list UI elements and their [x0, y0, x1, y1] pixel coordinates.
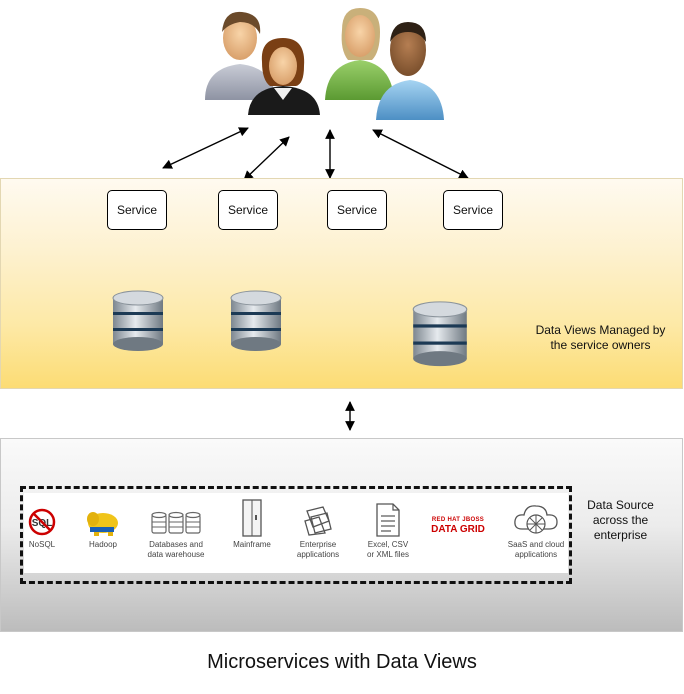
- source-label: Databases and: [149, 540, 203, 549]
- source-label: Enterprise: [299, 540, 337, 549]
- redhat-jboss-data-grid-logo: RED HAT JBOSS DATA GRID: [420, 495, 496, 537]
- database-warehouse-icon: [141, 495, 211, 537]
- hadoop-icon: [68, 495, 138, 537]
- data-source-dashed-border: [20, 486, 572, 584]
- nosql-icon: SQL: [7, 495, 77, 537]
- service-box: Service: [327, 190, 387, 230]
- file-icon: [353, 495, 423, 537]
- source-label: applications: [514, 550, 558, 559]
- source-mainframe: Mainframe: [217, 495, 287, 550]
- source-label: Hadoop: [88, 540, 118, 549]
- source-label: Mainframe: [233, 540, 271, 549]
- source-nosql: SQL NoSQL: [7, 495, 77, 550]
- user-icon: [376, 22, 444, 120]
- source-hadoop: Hadoop: [68, 495, 138, 550]
- database-icon: [230, 290, 282, 351]
- logo-text: DATA GRID: [431, 524, 485, 535]
- source-label: or XML files: [367, 550, 409, 559]
- user-icon: [205, 11, 275, 100]
- user-icon: [248, 38, 320, 115]
- service-box: Service: [218, 190, 278, 230]
- mainframe-icon: [217, 495, 287, 537]
- service-box: Service: [107, 190, 167, 230]
- data-source-panel: [24, 493, 568, 573]
- source-label: data warehouse: [147, 550, 205, 559]
- data-views-label-line: Data Views Managed by: [535, 323, 666, 337]
- source-label: SaaS and cloud: [507, 540, 565, 549]
- logo-text: RED HAT JBOSS: [431, 517, 485, 523]
- source-label: applications: [296, 550, 340, 559]
- enterprise-applications-icon: [283, 495, 353, 537]
- database-icon: [412, 301, 468, 367]
- source-redhat-data-grid: RED HAT JBOSS DATA GRID: [420, 495, 496, 540]
- service-box: Service: [443, 190, 503, 230]
- data-source-label-line: Data Source: [587, 498, 654, 512]
- data-source-label: Data Source across the enterprise: [578, 498, 663, 543]
- data-source-label-line: across the: [592, 513, 649, 527]
- user-icon: [325, 8, 394, 100]
- database-icon: [112, 290, 164, 351]
- source-label: NoSQL: [28, 540, 56, 549]
- saas-cloud-icon: [501, 495, 571, 537]
- data-views-label-line: the service owners: [550, 338, 651, 352]
- diagram-caption: Microservices with Data Views: [207, 651, 477, 673]
- source-label: Excel, CSV: [367, 540, 409, 549]
- data-source-label-line: enterprise: [593, 528, 648, 542]
- data-views-label: Data Views Managed by the service owners: [528, 323, 673, 353]
